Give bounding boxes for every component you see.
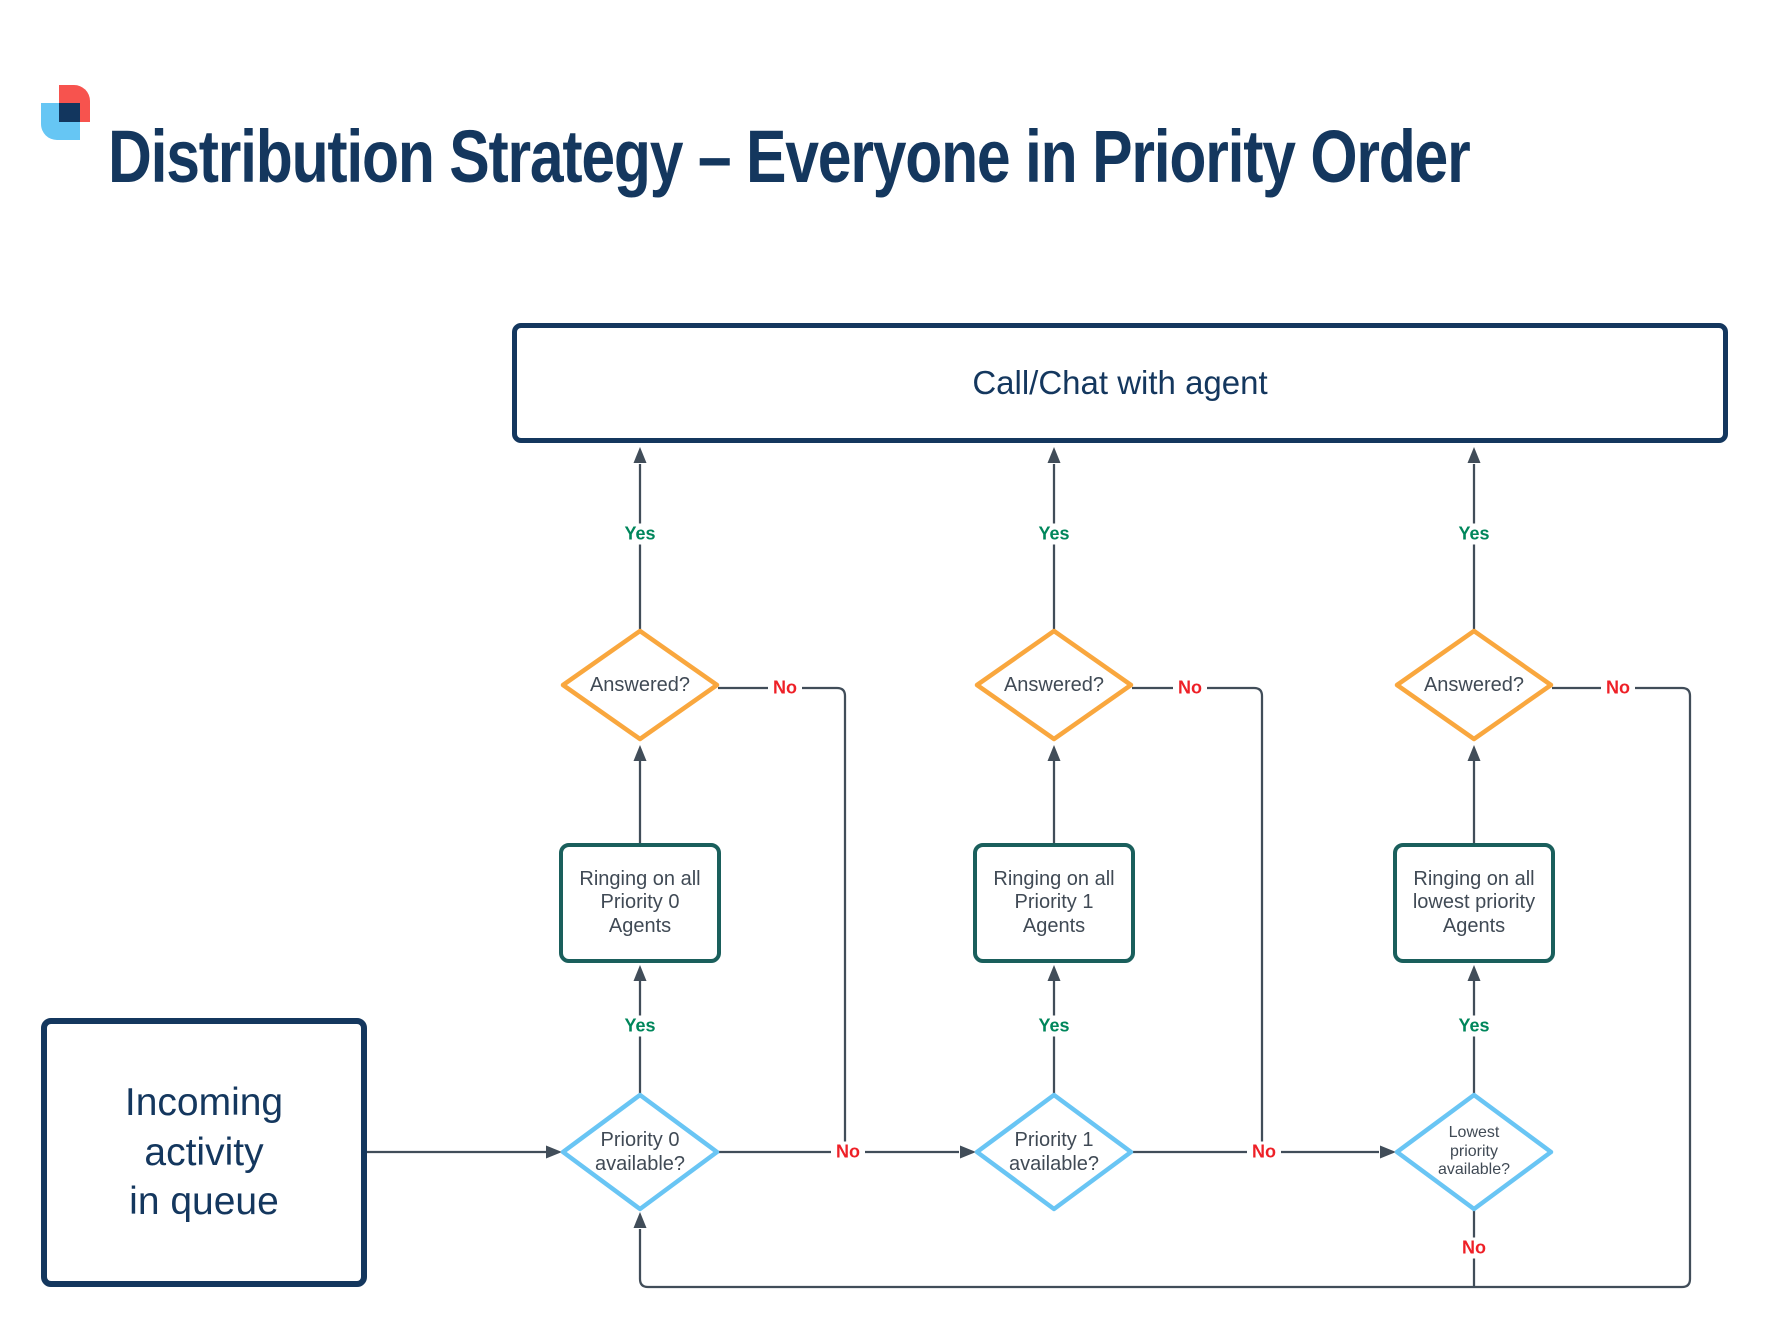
no-label: No — [1601, 677, 1635, 699]
answered-diamond-2: Answered? — [974, 628, 1134, 742]
answered-diamond-3: Answered? — [1394, 628, 1554, 742]
arrowhead — [1047, 745, 1061, 761]
yes-label: Yes — [1453, 523, 1495, 545]
no-label: No — [831, 1141, 865, 1163]
answered-label-1: Answered? — [589, 674, 691, 696]
yes-label: Yes — [1033, 1015, 1075, 1037]
diamond-shape — [1394, 1092, 1554, 1212]
arrowhead — [1047, 965, 1061, 981]
arrowhead — [1047, 447, 1061, 463]
page-title: Distribution Strategy – Everyone in Prio… — [108, 115, 1471, 198]
arrowhead — [1467, 965, 1481, 981]
incoming-activity-box: Incoming activity in queue — [41, 1018, 367, 1287]
lowest-priority-available-label: Lowest priority available? — [1437, 1124, 1511, 1179]
arrowhead — [633, 447, 647, 463]
priority1-available-label: Priority 1 available? — [1008, 1129, 1100, 1175]
diamond-shape — [974, 628, 1134, 742]
priority1-available-diamond: Priority 1 available? — [974, 1092, 1134, 1212]
ringing-priority1-label: Ringing on all Priority 1 Agents — [993, 867, 1115, 937]
logo-overlap-square — [59, 103, 80, 122]
ringing-priority0-label: Ringing on all Priority 0 Agents — [579, 867, 701, 937]
answered-diamond-1: Answered? — [560, 628, 720, 742]
arrowhead — [546, 1145, 562, 1159]
answered-label-2: Answered? — [1003, 674, 1105, 696]
diamond-shape — [974, 1092, 1134, 1212]
yes-label: Yes — [619, 1015, 661, 1037]
edge-answered3-no-loop — [638, 686, 1692, 1289]
lowest-priority-available-diamond: Lowest priority available? — [1394, 1092, 1554, 1212]
diamond-shape — [560, 628, 720, 742]
ringing-lowest-priority-box: Ringing on all lowest priority Agents — [1393, 843, 1555, 963]
no-label: No — [1457, 1237, 1491, 1259]
arrowhead — [633, 965, 647, 981]
no-label: No — [1173, 677, 1207, 699]
no-label: No — [768, 677, 802, 699]
arrowhead — [1467, 745, 1481, 761]
brand-logo — [41, 85, 91, 140]
diamond-shape — [1394, 628, 1554, 742]
arrowhead — [1467, 447, 1481, 463]
call-chat-label: Call/Chat with agent — [972, 364, 1268, 401]
priority0-available-label: Priority 0 available? — [594, 1129, 686, 1175]
ringing-priority1-box: Ringing on all Priority 1 Agents — [973, 843, 1135, 963]
arrowhead — [960, 1145, 976, 1159]
arrowhead — [1380, 1145, 1396, 1159]
yes-label: Yes — [619, 523, 661, 545]
arrowhead — [633, 1212, 647, 1228]
edge-answered2-no — [1132, 686, 1264, 1151]
ringing-lowest-priority-label: Ringing on all lowest priority Agents — [1412, 867, 1536, 937]
diamond-shape — [560, 1092, 720, 1212]
priority0-available-diamond: Priority 0 available? — [560, 1092, 720, 1212]
ringing-priority0-box: Ringing on all Priority 0 Agents — [559, 843, 721, 963]
call-chat-with-agent-box: Call/Chat with agent — [512, 323, 1728, 443]
arrowhead — [633, 745, 647, 761]
answered-label-3: Answered? — [1423, 674, 1525, 696]
incoming-activity-label: Incoming activity in queue — [124, 1081, 284, 1224]
edge-answered1-no — [718, 686, 847, 1151]
yes-label: Yes — [1453, 1015, 1495, 1037]
yes-label: Yes — [1033, 523, 1075, 545]
no-label: No — [1247, 1141, 1281, 1163]
